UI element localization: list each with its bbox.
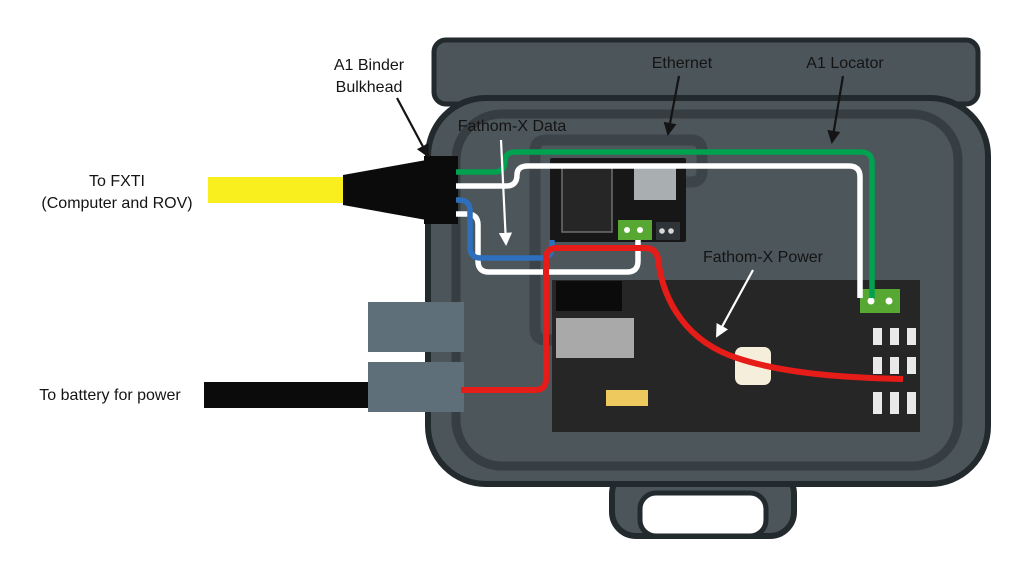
case-handle-hole [637, 490, 769, 539]
arrow-fathom-x-power [716, 269, 754, 338]
terminal-screw [659, 228, 665, 234]
terminal-screw [637, 227, 643, 233]
case-lid [431, 37, 981, 107]
label-ethernet: Ethernet [652, 55, 713, 72]
pin-header [907, 392, 916, 414]
label-fathom-x-data: Fathom-X Data [458, 118, 567, 135]
battery-connector-upper [368, 302, 464, 352]
arrow-binder-bulkhead [396, 97, 429, 158]
fxti-cable [208, 177, 344, 203]
fathom-x-board [550, 158, 686, 242]
terminal-screw [668, 228, 674, 234]
ethernet-cable [529, 134, 708, 346]
pin-header [873, 357, 882, 374]
battery-cable [204, 382, 382, 408]
binder-bulkhead-connector [424, 156, 458, 224]
pcb-chip-black [556, 281, 622, 311]
fxti-connector-cone [343, 159, 432, 221]
label-fathom-x-power: Fathom-X Power [703, 249, 824, 266]
terminal-screw [885, 297, 893, 305]
label-fxti-line2: (Computer and ROV) [41, 195, 192, 212]
pin-header [890, 357, 899, 374]
pcb-chip-cream [735, 347, 771, 385]
label-a1-locator: A1 Locator [806, 55, 884, 72]
pcb-chip-yellow [606, 390, 648, 406]
wire-white-fathom-data [456, 211, 641, 275]
fathom-x-terminal-a [618, 220, 652, 240]
label-binder-bulkhead-line2: Bulkhead [336, 79, 403, 96]
wire-white-a1-locator [456, 163, 863, 298]
arrow-a1-locator [827, 75, 845, 144]
arrow-ethernet [663, 75, 681, 136]
main-pcb [552, 280, 920, 432]
arrow-fathom-x-data [498, 139, 513, 246]
pin-header [907, 357, 916, 374]
pin-header [907, 328, 916, 345]
terminal-screw [867, 297, 875, 305]
fathom-x-ethernet-port [634, 168, 676, 200]
pcb-chip-gray [556, 318, 634, 358]
pin-header [873, 328, 882, 345]
label-binder-bulkhead-line1: A1 Binder [334, 57, 405, 74]
terminal-screw [624, 227, 630, 233]
battery-connector-lower [368, 362, 464, 412]
pcb-terminal-block [860, 289, 900, 313]
label-fxti-line1: To FXTI [89, 173, 145, 190]
pin-header [890, 392, 899, 414]
fathom-x-terminal-b [656, 222, 680, 240]
pcb-pin-headers [873, 328, 916, 414]
fathom-x-amplifier [561, 165, 613, 233]
pin-header [890, 328, 899, 345]
wire-red-power [461, 245, 904, 393]
pin-header [873, 392, 882, 414]
label-battery: To battery for power [39, 387, 181, 404]
